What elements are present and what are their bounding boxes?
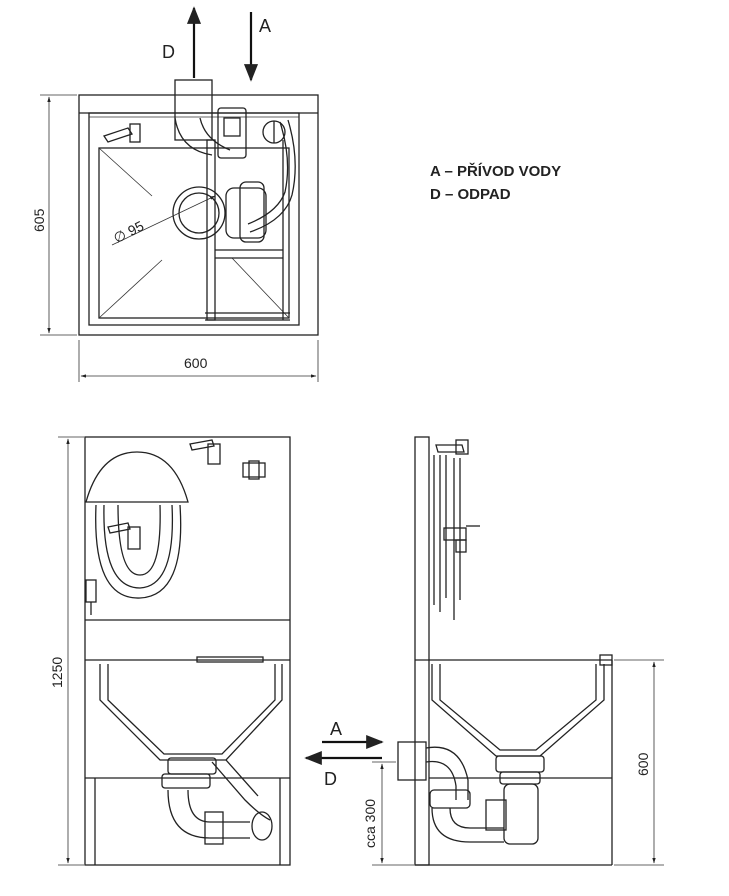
top-basin [98, 147, 290, 319]
side-view: A D cca 300 600 [304, 436, 664, 866]
side-supply-label: A [330, 719, 342, 739]
drain-outlet-icon [172, 186, 226, 240]
top-waste-pipe [174, 79, 213, 141]
shower-head [85, 451, 189, 503]
control-box-icon [242, 462, 266, 478]
bowl-height-label: 600 [635, 752, 651, 776]
side-bowl [431, 664, 605, 757]
front-view: 1250 [49, 436, 291, 866]
legend-supply: A – PŘÍVOD VODY [430, 163, 562, 180]
waste-label: D [162, 42, 175, 62]
front-bowl [99, 664, 283, 761]
outlet-height-label: cca 300 [362, 799, 378, 848]
side-back-wall [414, 436, 430, 866]
drain-diameter-label: ∅ 95 [111, 217, 147, 246]
side-waste-label: D [324, 769, 337, 789]
front-outer-frame [84, 436, 291, 866]
legend-waste: D – ODPAD [430, 186, 511, 203]
top-view: D A [31, 6, 319, 382]
top-width-label: 600 [184, 355, 208, 371]
legend: A – PŘÍVOD VODY D – ODPAD [430, 160, 561, 206]
top-height-label: 605 [31, 208, 47, 232]
total-height-label: 1250 [49, 657, 65, 688]
side-outlet-flange [397, 741, 427, 781]
supply-label: A [259, 16, 271, 36]
